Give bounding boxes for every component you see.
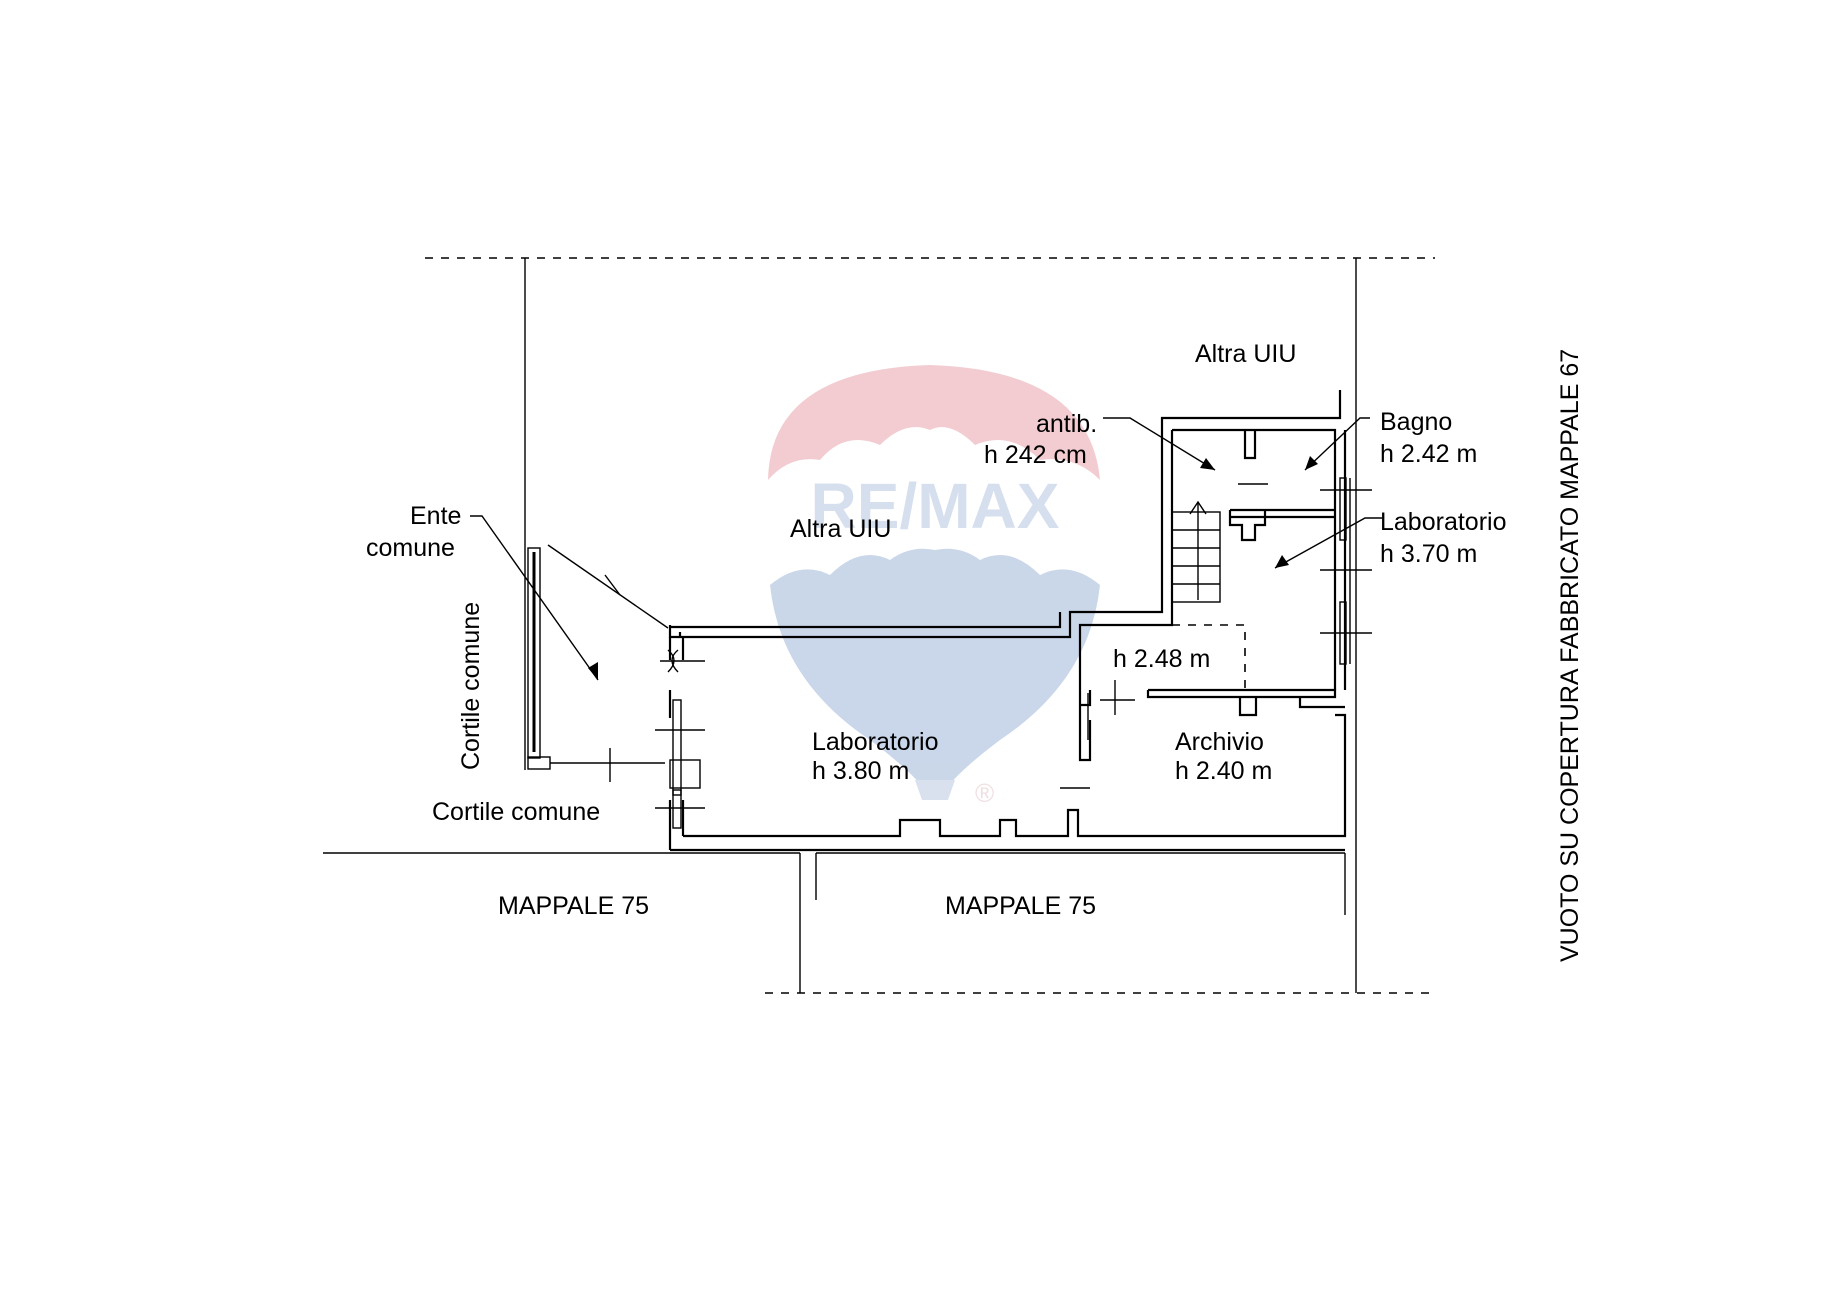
label-laboratorio-main-height: h 3.80 m [812,757,909,785]
label-altra-uiu-top: Altra UIU [1195,340,1296,368]
label-antib-height: h 242 cm [984,441,1087,469]
label-ente: Ente [410,502,461,530]
label-antib: antib. [1036,410,1097,438]
label-laboratorio-right: Laboratorio [1380,508,1506,536]
label-mappale-left: MAPPALE 75 [498,892,649,920]
label-cortile-bottom: Cortile comune [432,798,600,826]
label-laboratorio-main: Laboratorio [812,728,938,756]
balloon-basket [915,780,955,800]
balloon-bottom-blue [770,548,1100,790]
remax-brand-text: RE/MAX [811,470,1060,542]
label-bagno-height: h 2.42 m [1380,440,1477,468]
leader-lines [470,417,1382,681]
label-cortile-vertical: Cortile comune [457,602,485,770]
label-archivio: Archivio [1175,728,1264,756]
unit-walls [668,390,1347,852]
label-laboratorio-right-height: h 3.70 m [1380,540,1477,568]
label-archivio-height: h 2.40 m [1175,757,1272,785]
remax-watermark: RE/MAX ® [768,365,1100,808]
label-bagno: Bagno [1380,408,1452,436]
label-altra-uiu-left: Altra UIU [790,515,891,543]
label-comune: comune [366,534,455,562]
balloon-top-red [768,365,1100,480]
label-vuoto-vertical: VUOTO SU COPERTURA FABBRICATO MAPPALE 67 [1556,349,1584,962]
right-windows [1320,477,1372,665]
remax-registered-mark: ® [975,778,994,808]
stairs [1171,500,1221,603]
left-windows [655,649,705,829]
label-h248: h 2.48 m [1113,645,1210,673]
label-mappale-right: MAPPALE 75 [945,892,1096,920]
ente-comune-gate [527,544,669,782]
